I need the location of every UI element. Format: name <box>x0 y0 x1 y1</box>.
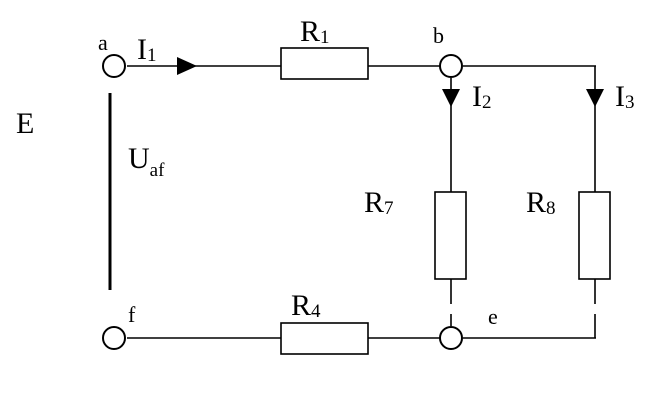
arrow-i2-icon <box>442 89 460 107</box>
label-current-2-sub: 2 <box>482 92 492 113</box>
label-current-2-main: I <box>472 80 482 113</box>
resistor-r4 <box>280 322 369 355</box>
label-resistor-7-sub: 7 <box>384 198 394 219</box>
label-current-1: I1 <box>137 33 157 66</box>
label-node-b: b <box>433 23 444 48</box>
node-e <box>439 326 463 350</box>
resistor-r8 <box>578 191 611 280</box>
label-voltage: Uaf <box>128 142 165 181</box>
label-resistor-4: R4 <box>291 289 321 322</box>
terminal-f <box>102 326 126 350</box>
label-resistor-4-main: R <box>291 289 311 322</box>
terminal-a <box>102 54 126 78</box>
resistor-r7 <box>434 191 467 280</box>
label-resistor-8: R8 <box>526 186 556 219</box>
arrow-i3-icon <box>586 89 604 107</box>
label-resistor-1-main: R <box>300 15 320 48</box>
label-resistor-8-sub: 8 <box>546 198 556 219</box>
label-node-f: f <box>128 302 136 327</box>
label-current-2: I2 <box>472 80 492 113</box>
label-current-3: I3 <box>615 80 635 113</box>
label-current-3-sub: 3 <box>625 92 635 113</box>
label-resistor-8-main: R <box>526 186 546 219</box>
label-current-1-sub: 1 <box>147 45 157 66</box>
node-b <box>439 54 463 78</box>
label-node-e: e <box>488 304 498 329</box>
arrow-i1-icon <box>177 57 197 75</box>
label-source-e: E <box>16 107 34 140</box>
label-current-3-main: I <box>615 80 625 113</box>
label-resistor-1-sub: 1 <box>320 27 330 48</box>
label-resistor-7: R7 <box>364 186 394 219</box>
label-resistor-4-sub: 4 <box>311 301 321 322</box>
label-voltage-sub: af <box>150 160 165 181</box>
resistor-r1 <box>280 47 369 80</box>
label-resistor-1: R1 <box>300 15 330 48</box>
label-voltage-main: U <box>128 142 150 175</box>
label-node-a: a <box>98 30 108 55</box>
label-resistor-7-main: R <box>364 186 384 219</box>
label-current-1-main: I <box>137 33 147 66</box>
